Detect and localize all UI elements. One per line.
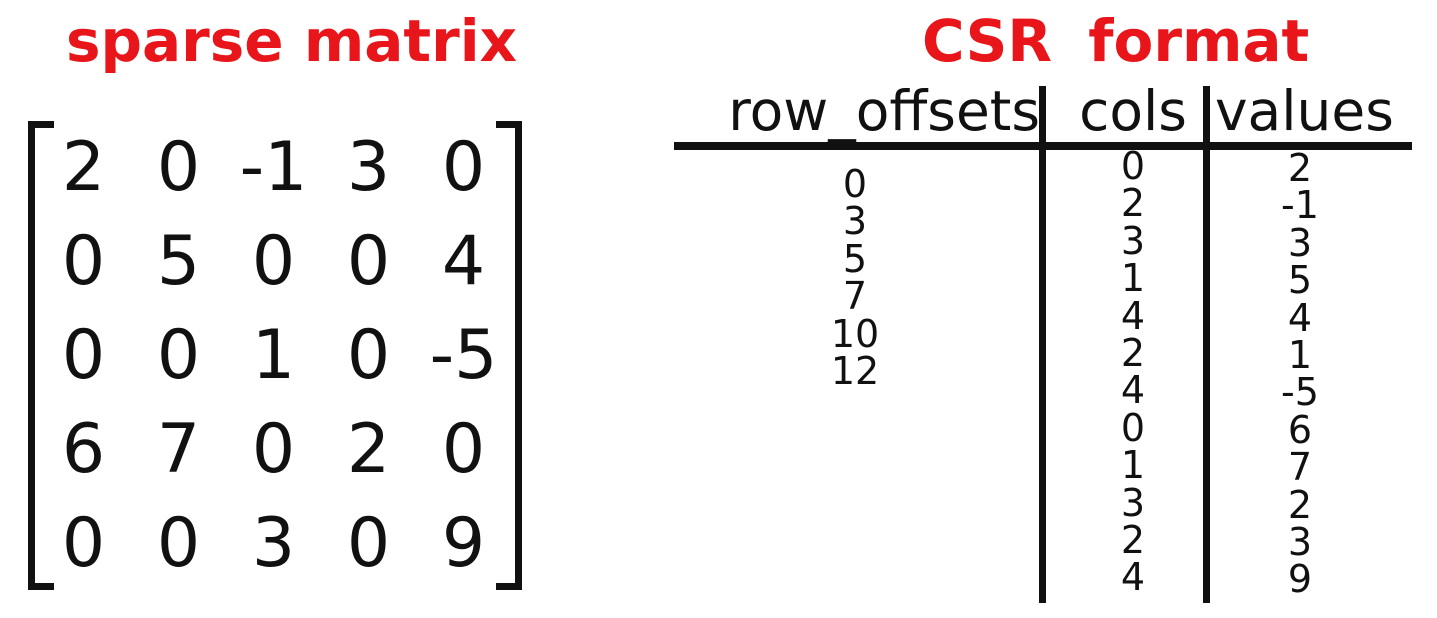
sparse-matrix-title: sparse matrix (66, 7, 518, 75)
csr-number: 3 (1287, 220, 1313, 265)
matrix-cell: 0 (156, 315, 201, 395)
csr-number: 1 (1120, 443, 1146, 488)
csr-number: 4 (1120, 293, 1146, 338)
csr-number: 7 (842, 274, 868, 319)
matrix-cell: 0 (441, 409, 486, 489)
csr-number: 1 (1287, 333, 1313, 378)
csr-number: 4 (1120, 555, 1146, 600)
matrix-cell: 0 (61, 222, 106, 302)
csr-number: 0 (1120, 405, 1146, 450)
csr-number: 9 (1287, 557, 1313, 602)
column-divider-1 (1039, 86, 1046, 603)
matrix-cell: 0 (251, 409, 296, 489)
matrix-cell: 0 (346, 315, 391, 395)
matrix-cell: 9 (441, 503, 486, 583)
matrix-cell: 0 (346, 222, 391, 302)
matrix-cell: 6 (61, 409, 106, 489)
matrix-cell: 1 (251, 315, 296, 395)
csr-number: 4 (1120, 368, 1146, 413)
matrix-cell: 0 (156, 128, 201, 208)
csr-number: 0 (1120, 144, 1146, 188)
csr-number: 2 (1120, 518, 1146, 563)
matrix-cell: 7 (156, 409, 201, 489)
matrix-cell: 0 (61, 315, 106, 395)
csr-number: 1 (1120, 256, 1146, 301)
csr-number: 3 (1287, 520, 1313, 565)
csr-number: 5 (1287, 258, 1313, 303)
csr-number: 4 (1287, 295, 1313, 340)
column-header-cols: cols (1079, 79, 1187, 143)
matrix-cell: -1 (239, 128, 308, 208)
csr-number: 2 (1120, 181, 1146, 226)
matrix-cell: 0 (346, 503, 391, 583)
csr-number: 6 (1287, 407, 1313, 452)
csr-number: -5 (1281, 370, 1319, 415)
csr-number: 5 (842, 236, 868, 281)
csr-number: 12 (830, 349, 880, 394)
csr-number: 10 (830, 311, 880, 356)
matrix-cell: 5 (156, 222, 201, 302)
csr-number: 2 (1287, 146, 1313, 190)
column-header-values: values (1215, 79, 1394, 143)
matrix-cell: 0 (251, 222, 296, 302)
matrix-cell: 0 (156, 503, 201, 583)
matrix-cell: 0 (441, 128, 486, 208)
csr-number: 3 (1120, 218, 1146, 263)
csr-number: 7 (1287, 445, 1313, 490)
csr-number: 2 (1120, 331, 1146, 376)
matrix-cell: 0 (61, 503, 106, 583)
csr-format-title: CSR format (922, 7, 1310, 75)
matrix-cell: 3 (346, 128, 391, 208)
matrix-cell: 4 (441, 222, 486, 302)
csr-number: 2 (1287, 482, 1313, 527)
matrix-cell: 2 (61, 128, 106, 208)
column-header-row-offsets: row_offsets (728, 79, 1040, 143)
matrix-cell: 2 (346, 409, 391, 489)
matrix-cell: -5 (429, 315, 498, 395)
matrix-left-bracket (28, 121, 54, 590)
csr-number: -1 (1281, 183, 1319, 228)
csr-number: 3 (1120, 480, 1146, 525)
matrix-cell: 3 (251, 503, 296, 583)
csr-number: 3 (842, 199, 868, 244)
csr-number: 0 (842, 162, 868, 206)
column-divider-2 (1203, 86, 1210, 603)
matrix-right-bracket (496, 121, 522, 590)
